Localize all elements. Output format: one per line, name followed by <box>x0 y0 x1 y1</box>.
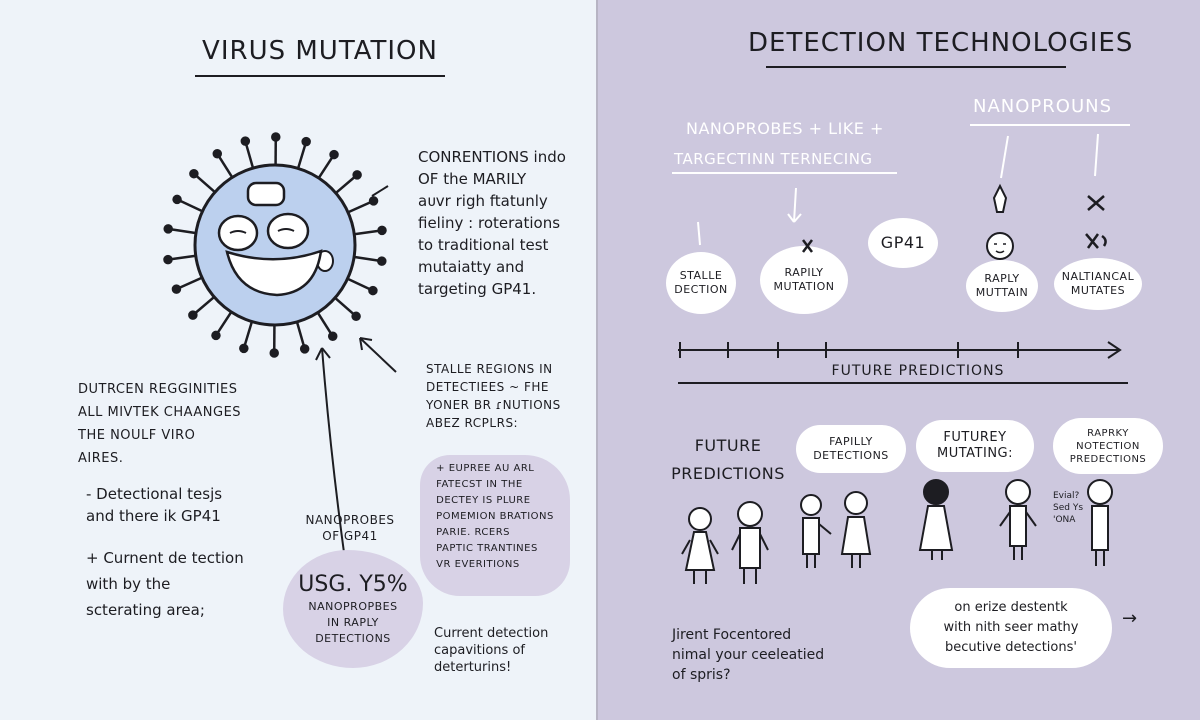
people-illustration <box>681 479 1113 584</box>
callout-top-text: CONRENTIONS indo OF the MARILY aᴜvr righ… <box>418 148 566 298</box>
speech-right: Evial? Sed Ys 'ONA <box>1053 491 1084 525</box>
tech-bubble: GP41 <box>868 218 938 268</box>
callout-arrows <box>315 185 397 561</box>
timeline <box>678 341 1128 384</box>
timeline-label: FUTURE PREDICTIONS <box>831 363 1005 379</box>
bullet-current-detection: + Curnent de tection with by the scterat… <box>86 549 244 619</box>
callout-mid-text: STALLE REGIONS in DETECTIEES ~ FHE yoner… <box>426 362 561 430</box>
future-predictions-heading: FUTURE PREDICTIONS <box>671 436 785 483</box>
stable-regions-box: + EUPREE AU ARL FATECST in the DECTEY is… <box>420 455 570 596</box>
bottom-note: Current detection capavitions of detertu… <box>434 626 549 675</box>
bullet-detection-tests: - Detectional tesjs and there ik GP41 <box>86 485 223 525</box>
raprky-label: RAPRKY NOTECTION PREDECTIONS <box>1069 427 1147 465</box>
left-title: VIRUS MUTATION <box>202 36 438 66</box>
futurey-label: FUTUREY MUTATING: <box>937 430 1013 461</box>
bottom-right-bubble: on erize destentk with nith seer mathy b… <box>910 588 1112 668</box>
panel-divider <box>596 0 599 720</box>
right-title: DETECTION TECHNOLOGIES <box>748 28 1134 58</box>
nanoprouns-underline <box>970 124 1130 126</box>
stable-regions-list: + EUPREE AU ARL FATECST in the DECTEY is… <box>436 463 554 570</box>
left-notes: DUTRCEN REGGINITIES ALL MIVTEK CHAANGES … <box>78 382 242 466</box>
nanoprouns-label: NANOPROUNS <box>973 96 1113 117</box>
tech-bubble-label: GP41 <box>880 233 926 252</box>
stats-caption: NANOPROPBES in RAPLY DETECTIONS <box>308 600 398 645</box>
futurey-bubble: FUTUREY MUTATING: <box>916 420 1034 472</box>
left-panel: VIRUS MUTATION CONRENTIONS indo OF the M… <box>0 0 598 720</box>
bubble-icons <box>802 183 1107 260</box>
tech-bubble: RAPLY MUTTAIN <box>966 260 1038 312</box>
fapilly-label: FAPILLY DETECTIONS <box>813 435 889 462</box>
tech-bubble: NALTIANCAL MUTATES <box>1054 258 1142 310</box>
tech-bubble: RAPILY MUTATION <box>760 246 848 314</box>
raprky-bubble: RAPRKY NOTECTION PREDECTIONS <box>1053 418 1163 474</box>
left-title-underline <box>195 75 445 77</box>
right-panel: DETECTION TECHNOLOGIES NANOPROUNS NANOPR… <box>598 0 1200 720</box>
arrow-right-icon: → <box>1122 608 1138 629</box>
bottom-left-question: Jirent Focentored nimal your ceeleatied … <box>672 627 825 683</box>
bottom-right-text: on erize destentk with nith seer mathy b… <box>943 600 1079 655</box>
targeting-underline <box>672 172 897 174</box>
tech-bubble: STALLE DECTION <box>666 252 736 314</box>
targeting-label: TARGECTINN TERNECING <box>674 150 873 168</box>
stats-percentage: USG. Y5% <box>298 572 408 597</box>
nanoprobes-like-label: NANOPROBES + LIKE + <box>686 119 884 138</box>
right-title-underline <box>766 66 1066 68</box>
tech-bubble-label: RAPILY MUTATION <box>773 266 835 293</box>
tech-bubble-label: RAPLY MUTTAIN <box>975 272 1029 299</box>
nanoprobes-gp41-label: NANOPROBES OF GP41 <box>305 513 395 543</box>
pointer-lines <box>697 133 1099 246</box>
tech-bubble-label: STALLE DECTION <box>674 269 728 296</box>
fapilly-bubble: FAPILLY DETECTIONS <box>796 425 906 473</box>
tech-bubble-label: NALTIANCAL MUTATES <box>1061 270 1135 297</box>
stats-blob: USG. Y5% NANOPROPBES in RAPLY DETECTIONS <box>283 550 423 668</box>
virus-illustration <box>163 132 387 358</box>
